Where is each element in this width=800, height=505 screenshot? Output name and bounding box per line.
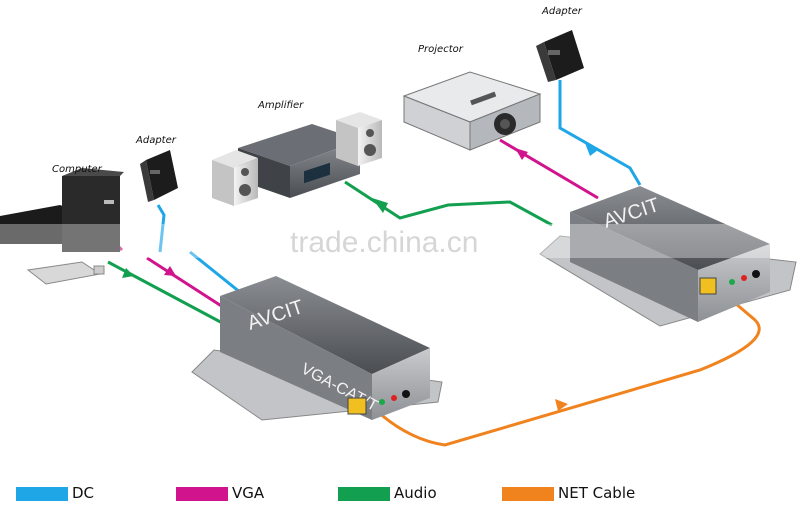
legend-swatch-audio (338, 487, 390, 501)
speaker-left-icon (212, 150, 258, 206)
computer-icon (0, 168, 124, 285)
computer-label: Computer (52, 164, 103, 175)
watermark: trade.china.cn (290, 226, 478, 259)
adapter-right-label: Adapter (541, 6, 583, 17)
legend-swatch-dc (16, 487, 68, 501)
adapter-left-icon (140, 150, 178, 202)
legend-label-dc: DC (72, 484, 95, 502)
legend-swatch-net-cable (502, 487, 554, 501)
cable-vga-right (499, 138, 599, 200)
projector-icon (402, 71, 542, 151)
led-green-rx-icon (729, 279, 735, 285)
power-jack-rx-icon (752, 270, 760, 278)
legend-label-net-cable: NET Cable (558, 484, 636, 502)
rj45-port-rx-icon (699, 277, 717, 295)
cable-dc-right (558, 80, 642, 186)
watermark-band (0, 224, 800, 258)
receiver-box: AVCIT (539, 186, 797, 327)
led-green-icon (379, 399, 385, 405)
transmitter-box: AVCIT VGA-CAT/T (191, 276, 443, 421)
cable-net (377, 290, 761, 447)
cable-audio-left (107, 260, 229, 328)
legend-label-vga: VGA (232, 484, 265, 502)
legend-label-audio: Audio (394, 484, 437, 502)
legend-swatch-vga (176, 487, 228, 501)
adapter-right-icon (536, 30, 584, 82)
adapter-left-label: Adapter (135, 135, 177, 146)
led-red-rx-icon (741, 275, 747, 281)
rj45-port-icon (347, 397, 367, 415)
power-jack-icon (402, 390, 410, 398)
cable-audio-right (344, 180, 553, 227)
speaker-right-icon (336, 112, 382, 166)
led-red-icon (391, 395, 397, 401)
legend: DC VGA Audio NET Cable (0, 482, 800, 502)
amplifier-label: Amplifier (257, 100, 304, 111)
connection-diagram: Computer Adapter Amplifier Projector (0, 6, 800, 447)
projector-label: Projector (418, 44, 464, 55)
